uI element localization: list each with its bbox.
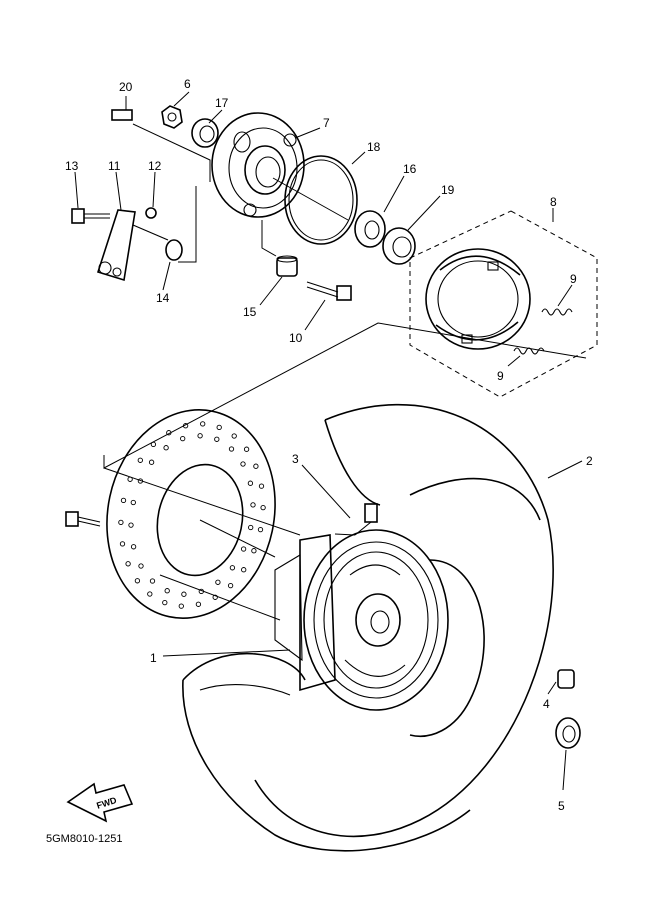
- callout-11: 11: [108, 159, 121, 173]
- oil-seal-small: [191, 118, 219, 148]
- o-ring: [284, 155, 358, 245]
- disc-hole: [214, 436, 220, 442]
- disc-hole: [216, 424, 222, 431]
- disc-hole: [257, 526, 264, 533]
- disc-hole: [200, 421, 206, 427]
- brake-shoe-assembly: [425, 248, 531, 350]
- disc-hole: [137, 478, 144, 484]
- disc-holes: [118, 421, 266, 609]
- disc-hole: [130, 499, 136, 506]
- disc-hole: [250, 502, 256, 508]
- disc-hole: [127, 476, 133, 482]
- lever-nut: [145, 207, 157, 219]
- disc-hole: [241, 567, 247, 573]
- disc-hole: [248, 524, 254, 531]
- camshaft: [132, 224, 183, 261]
- disc-hole: [197, 433, 203, 439]
- callout-10: 10: [289, 331, 303, 345]
- disc-hole: [178, 603, 184, 609]
- disc-hole: [164, 588, 170, 594]
- disc-hole: [228, 446, 235, 452]
- disc-hole: [195, 601, 202, 607]
- disc-hole: [148, 459, 155, 465]
- callout-7: 7: [323, 116, 330, 130]
- collar: [276, 255, 298, 277]
- cam-lever: [96, 209, 136, 282]
- bearing: [354, 210, 386, 248]
- callout-17: 17: [215, 96, 229, 110]
- disc-hole: [163, 445, 169, 451]
- callout-6: 6: [184, 77, 191, 91]
- callout-9-lower: 9: [497, 369, 504, 383]
- clip: [111, 109, 133, 121]
- disc-hole: [119, 541, 126, 547]
- callout-15: 15: [243, 305, 257, 319]
- oil-seal: [382, 227, 416, 265]
- disc-hole: [180, 435, 186, 442]
- callout-19: 19: [441, 183, 455, 197]
- spring-upper: [541, 308, 573, 316]
- disc-hole: [138, 563, 144, 569]
- disc-hole: [130, 544, 137, 550]
- disc-hole: [231, 433, 237, 439]
- assembly-lines: [103, 123, 587, 536]
- disc-hole: [120, 497, 127, 504]
- nut: [161, 105, 183, 129]
- disc-hole: [253, 463, 259, 469]
- callout-2: 2: [586, 454, 593, 468]
- disc-hole: [247, 480, 254, 486]
- disc-hole: [251, 548, 257, 554]
- disc-hole: [150, 441, 157, 448]
- callout-8: 8: [550, 195, 557, 209]
- disc-hole: [166, 430, 172, 436]
- disc-bolt: [65, 511, 101, 527]
- disc-hole: [147, 591, 153, 597]
- disc-hole: [229, 565, 236, 571]
- callout-1: 1: [150, 651, 157, 665]
- brake-plate: [211, 112, 349, 221]
- disc-hole: [258, 483, 265, 489]
- wheel-rim: [274, 529, 485, 737]
- disc-hole: [137, 457, 143, 463]
- disc-hole: [215, 579, 221, 585]
- disc-hole: [181, 591, 187, 597]
- disc-hole: [118, 519, 124, 526]
- disc-hole: [128, 522, 134, 528]
- disc-hole: [212, 594, 218, 600]
- callout-9-upper: 9: [570, 272, 577, 286]
- disc-hole: [149, 578, 156, 584]
- spring-lower: [513, 347, 545, 355]
- disc-hole: [125, 561, 131, 567]
- tire: [182, 403, 554, 852]
- callout-13: 13: [65, 159, 79, 173]
- callout-12: 12: [148, 159, 162, 173]
- callout-labels: 20 6 17 7 18 16 19 8 9 9 13 11 12 14 15 …: [65, 77, 593, 813]
- callout-18: 18: [367, 140, 381, 154]
- brake-cam: [306, 281, 352, 301]
- diagram-code: 5GM8010-1251: [46, 833, 122, 845]
- disc-hole: [260, 504, 266, 511]
- callout-leaders: [74, 91, 583, 791]
- fwd-arrow-icon: FWD: [66, 782, 134, 823]
- brake-disc: [106, 409, 281, 621]
- callout-5: 5: [558, 799, 565, 813]
- disc-hole: [162, 599, 168, 606]
- disc-hole: [134, 578, 141, 584]
- callout-20: 20: [119, 80, 133, 94]
- disc-hole: [240, 546, 247, 552]
- washer: [555, 717, 581, 749]
- disc-hole: [243, 446, 250, 452]
- disc-hole: [240, 461, 246, 467]
- disc-hole: [182, 423, 189, 429]
- tire-valve: [334, 503, 378, 536]
- bolt: [71, 208, 110, 224]
- disc-hole: [227, 582, 234, 589]
- callout-4: 4: [543, 697, 550, 711]
- callout-3: 3: [292, 452, 299, 466]
- spacer: [557, 669, 575, 689]
- callout-14: 14: [156, 291, 170, 305]
- callout-16: 16: [403, 162, 417, 176]
